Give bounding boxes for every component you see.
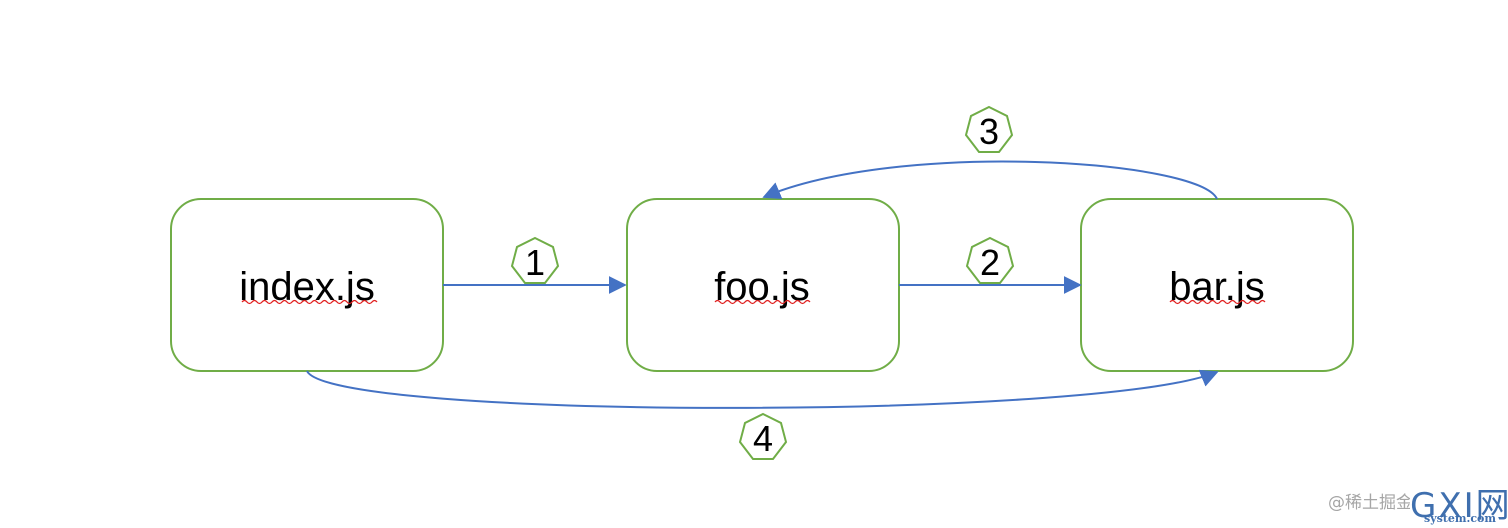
spellcheck-underline-bar: [1169, 299, 1266, 305]
step-badge-4-label: 4: [753, 418, 773, 459]
gxi-watermark-logo: GXI网 system.com: [1410, 482, 1508, 526]
node-index: index.js: [170, 198, 444, 372]
arrow-index-to-bar: [306, 369, 1219, 409]
step-badge-1: 1: [510, 236, 560, 284]
step-badge-3: 3: [964, 105, 1014, 153]
spellcheck-underline-foo: [714, 299, 811, 305]
step-badge-2: 2: [965, 236, 1015, 284]
step-badge-3-label: 3: [979, 111, 999, 152]
gxi-watermark-main: GXI网: [1410, 486, 1508, 526]
spellcheck-underline-index: [241, 299, 378, 305]
step-badge-4: 4: [738, 412, 788, 460]
node-foo: foo.js: [626, 198, 900, 372]
step-badge-2-label: 2: [980, 242, 1000, 283]
node-bar: bar.js: [1080, 198, 1354, 372]
gxi-watermark-sub: system.com: [1424, 512, 1496, 525]
step-badge-1-label: 1: [525, 242, 545, 283]
juejin-watermark: @稀土掘金: [1328, 493, 1413, 513]
arrow-bar-to-foo: [762, 160, 1218, 200]
